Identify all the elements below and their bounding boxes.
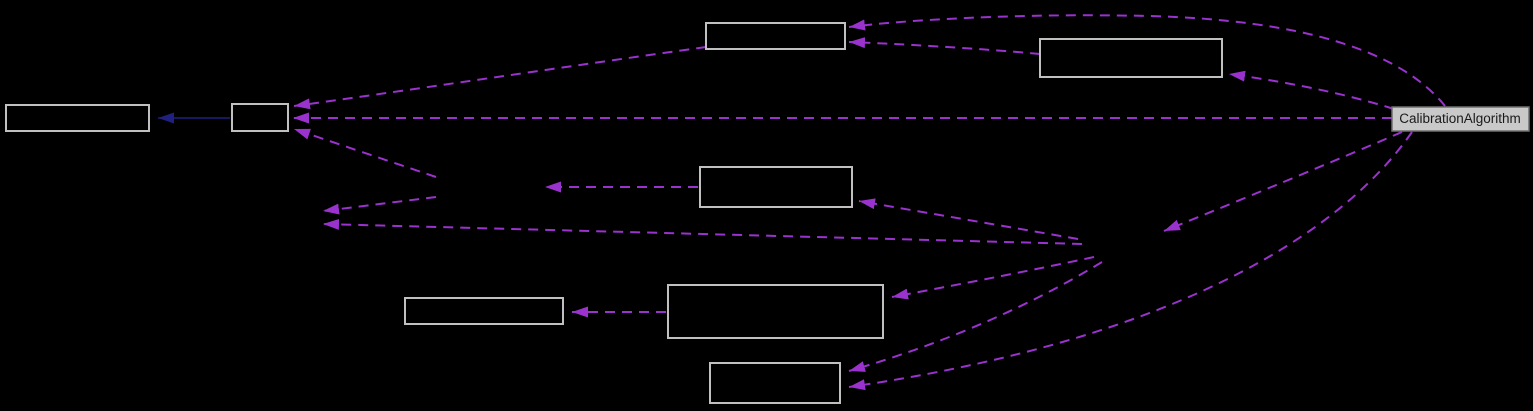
edge-lower-to-small-box (293, 128, 437, 178)
edge-top-right-to-top-center (848, 37, 1041, 55)
edge-top-center-to-small-box (293, 46, 707, 110)
edge-hub-to-bottom-box (848, 261, 1103, 372)
node-left-box[interactable] (5, 104, 150, 132)
node-calibration-algorithm[interactable]: CalibrationAlgorithm (1391, 106, 1530, 132)
edge-calib-to-top-center (848, 14, 1446, 107)
edge-long-to-mid-left (322, 218, 1083, 245)
calibration-algorithm-label: CalibrationAlgorithm (1399, 111, 1521, 126)
node-wide-left-box[interactable] (404, 297, 564, 325)
node-middle-box[interactable] (699, 166, 853, 208)
node-top-center-box[interactable] (705, 22, 846, 50)
node-top-right-box[interactable] (1039, 38, 1223, 78)
edge-calib-to-hub (1163, 131, 1403, 232)
node-bottom-box[interactable] (709, 362, 841, 404)
node-large-center-box[interactable] (667, 284, 884, 339)
edge-calib-to-bottom-box (848, 131, 1413, 391)
node-small-box[interactable] (231, 103, 289, 132)
edge-calib-to-top-right (1228, 70, 1395, 110)
edge-hub-to-middle-box (858, 198, 1079, 240)
edge-hub-to-large-box (891, 256, 1095, 300)
edge-diagonal-to-mid-left (322, 196, 437, 215)
calibration-algorithm-box[interactable] (1391, 106, 1530, 132)
